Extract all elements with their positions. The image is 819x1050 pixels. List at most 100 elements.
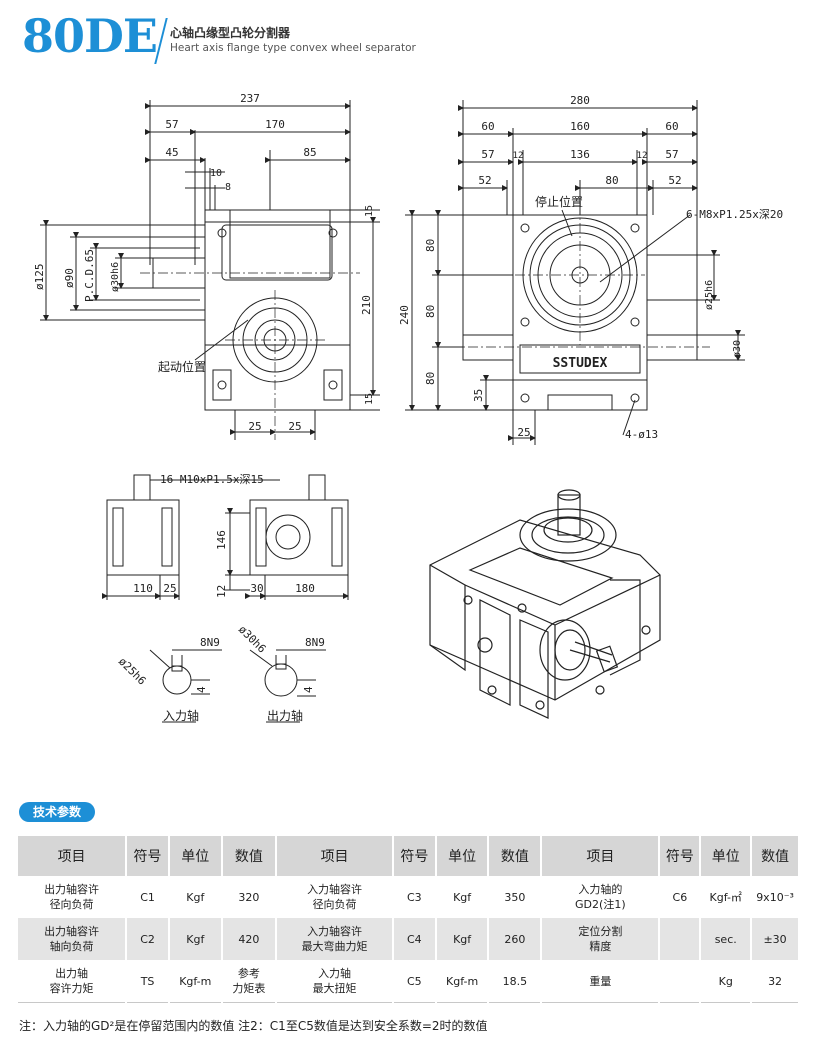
- dim-dia-90: ø90: [63, 268, 76, 288]
- table-cell: 入力轴容许径向负荷: [276, 876, 394, 918]
- front-view: [40, 100, 380, 440]
- table-cell: C2: [126, 918, 170, 960]
- header-item: 项目: [276, 836, 394, 876]
- table-cell: 18.5: [488, 960, 543, 1003]
- table-cell: 出力轴容许径向负荷: [18, 876, 128, 918]
- header-item: 项目: [541, 836, 661, 876]
- dim-146: 146: [215, 530, 228, 550]
- table-cell: 32: [751, 960, 800, 1003]
- dim-dia-125: ø125: [33, 264, 46, 291]
- keyway-input-key: 8N9: [200, 636, 220, 649]
- table-cell: 入力轴最大扭矩: [276, 960, 394, 1003]
- table-cell: Kgf: [168, 918, 223, 960]
- dim-12-small: 12: [215, 585, 228, 598]
- table-cell: 重量: [541, 960, 661, 1003]
- table-cell: C4: [392, 918, 437, 960]
- dim-80-c: 80: [424, 372, 437, 385]
- table-cell: [659, 960, 702, 1003]
- header-unit: 单位: [700, 836, 753, 876]
- dim-80-b: 80: [424, 305, 437, 318]
- keyway-output-label: 出力轴: [267, 708, 303, 723]
- title-chinese: 心轴凸缘型凸轮分割器: [170, 26, 291, 40]
- section-title-badge: 技术参数: [19, 802, 95, 822]
- footnote: 注：入力轴的GD²是在停留范围内的数值 注2：C1至C5数值是达到安全系数=2时…: [19, 1019, 488, 1033]
- header-value: 数值: [488, 836, 543, 876]
- table-cell: Kg: [700, 960, 753, 1003]
- table-cell: ±30: [751, 918, 800, 960]
- table-cell: 350: [488, 876, 543, 918]
- keyway-views: [149, 649, 326, 723]
- keyway-input-depth: 4: [195, 686, 208, 693]
- hole-note-4-13: 4-ø13: [625, 428, 658, 441]
- table-cell: 9x10⁻³: [751, 876, 800, 918]
- dim-25-small: 25: [163, 582, 176, 595]
- table-cell: C6: [659, 876, 702, 918]
- dim-12-left: 12: [513, 151, 524, 161]
- table-cell: 420: [221, 918, 278, 960]
- table-cell: Kgf-㎡: [700, 876, 753, 918]
- table-cell: Kgf-m: [168, 960, 223, 1003]
- dim-25-side: 25: [517, 426, 530, 439]
- header-symbol: 符号: [126, 836, 170, 876]
- dim-52-right: 52: [668, 174, 681, 187]
- page-header: 80DE 心轴凸缘型凸轮分割器 Heart axis flange type c…: [22, 8, 522, 68]
- dim-110: 110: [133, 582, 153, 595]
- table-cell: 320: [221, 876, 278, 918]
- dim-dia-30: ø30: [732, 340, 743, 358]
- table-cell: 出力轴容许轴向负荷: [18, 918, 128, 960]
- dim-35: 35: [472, 389, 485, 402]
- header-value: 数值: [221, 836, 278, 876]
- model-number: 80DE: [22, 9, 158, 63]
- small-views: [102, 474, 349, 600]
- keyway-input-label: 入力轴: [163, 708, 199, 723]
- side-view: [405, 100, 745, 445]
- table-cell: C3: [392, 876, 437, 918]
- dim-57: 57: [165, 118, 178, 131]
- dim-25-right: 25: [288, 420, 301, 433]
- table-cell: sec.: [700, 918, 753, 960]
- table-cell: 入力轴容许最大弯曲力矩: [276, 918, 394, 960]
- dim-180: 180: [295, 582, 315, 595]
- table-cell: [659, 918, 702, 960]
- dim-52-left: 52: [478, 174, 491, 187]
- dim-80-top: 80: [605, 174, 618, 187]
- dim-240: 240: [398, 305, 411, 325]
- thread-note-m8: 6-M8xP1.25x深20: [686, 208, 783, 221]
- brand-label: SSTUDEX: [553, 356, 608, 371]
- header-value: 数值: [751, 836, 800, 876]
- keyway-output-dia: ø30h6: [236, 623, 269, 656]
- table-cell: 260: [488, 918, 543, 960]
- dim-85: 85: [303, 146, 316, 159]
- table-cell: Kgf-m: [435, 960, 490, 1003]
- label-start-position: 起动位置: [158, 359, 206, 374]
- dim-dia-25h6: ø25h6: [704, 280, 715, 310]
- header-unit: 单位: [435, 836, 490, 876]
- dim-237: 237: [240, 92, 260, 105]
- dim-170: 170: [265, 118, 285, 131]
- spec-table: 项目 符号 单位 数值 项目 符号 单位 数值 项目 符号 单位 数值 出力轴容…: [18, 836, 800, 1003]
- header-symbol: 符号: [392, 836, 437, 876]
- table-cell: C5: [392, 960, 437, 1003]
- keyway-output-key: 8N9: [305, 636, 325, 649]
- spec-table-header: 项目 符号 单位 数值 项目 符号 单位 数值 项目 符号 单位 数值: [18, 836, 800, 876]
- dim-280: 280: [570, 94, 590, 107]
- dim-60-right: 60: [665, 120, 678, 133]
- label-stop-position: 停止位置: [535, 194, 583, 209]
- keyway-output-depth: 4: [302, 686, 315, 693]
- dim-8: 8: [225, 182, 231, 193]
- dim-10: 10: [210, 168, 222, 179]
- table-cell: Kgf: [435, 918, 490, 960]
- dim-12-right: 12: [637, 151, 648, 161]
- dim-57-left: 57: [481, 148, 494, 161]
- dim-160: 160: [570, 120, 590, 133]
- isometric-view: [429, 489, 661, 719]
- header-symbol: 符号: [659, 836, 702, 876]
- table-cell: Kgf: [435, 876, 490, 918]
- dim-210: 210: [360, 295, 373, 315]
- table-cell: TS: [126, 960, 170, 1003]
- table-cell: 参考力矩表: [221, 960, 278, 1003]
- header-unit: 单位: [168, 836, 223, 876]
